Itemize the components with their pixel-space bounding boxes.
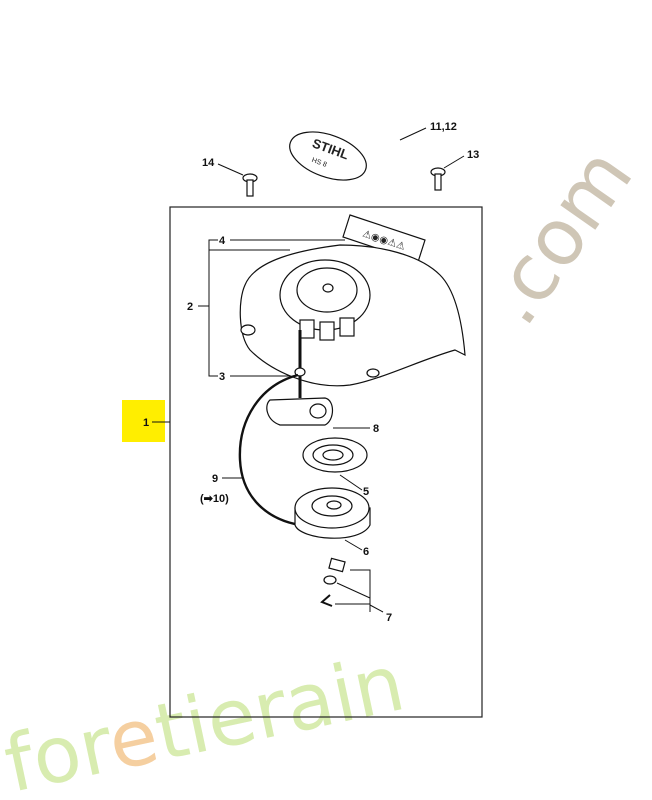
callout-9[interactable]: 9 bbox=[212, 473, 218, 485]
watermark-text-domain: .com bbox=[467, 132, 651, 340]
starter-rope bbox=[238, 373, 301, 527]
callout-10[interactable]: (➡10) bbox=[200, 493, 229, 505]
assembly-frame bbox=[169, 206, 483, 718]
rewind-spring bbox=[302, 437, 368, 473]
callout-5[interactable]: 5 bbox=[363, 486, 369, 498]
callout-11-12[interactable]: 11,12 bbox=[430, 121, 457, 133]
starter-grip bbox=[266, 397, 334, 426]
callout-1[interactable]: 1 bbox=[143, 417, 149, 429]
callout-2[interactable]: 2 bbox=[187, 301, 193, 313]
decal-subtext: HS 8 bbox=[311, 157, 328, 169]
watermark-text-main: foretierain bbox=[0, 638, 412, 800]
callout-1-highlight[interactable] bbox=[122, 400, 165, 442]
callout-4[interactable]: 4 bbox=[219, 235, 226, 247]
callout-13[interactable]: 13 bbox=[467, 149, 479, 161]
fan-housing bbox=[239, 244, 466, 387]
stihl-decal: STIHL HS 8 bbox=[289, 131, 367, 181]
rope-rotor bbox=[294, 487, 371, 539]
callout-14[interactable]: 14 bbox=[202, 157, 215, 169]
callout-7[interactable]: 7 bbox=[386, 612, 392, 624]
callout-8[interactable]: 8 bbox=[373, 423, 379, 435]
pawl-kit bbox=[320, 557, 346, 607]
callout-6[interactable]: 6 bbox=[363, 546, 369, 558]
callout-3[interactable]: 3 bbox=[219, 371, 225, 383]
screw-14 bbox=[242, 173, 258, 197]
screw-13 bbox=[430, 167, 446, 191]
